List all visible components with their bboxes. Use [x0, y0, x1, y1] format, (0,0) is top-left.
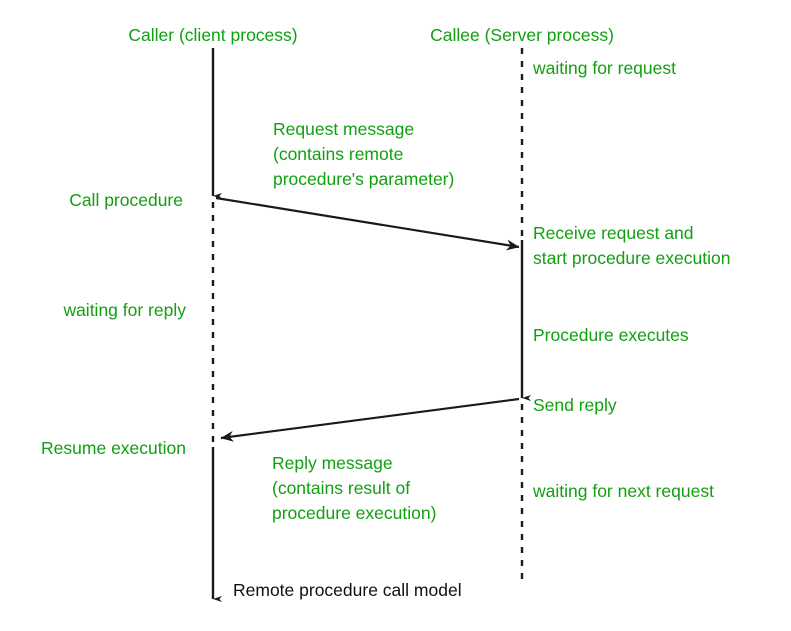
annotation-receive-request-line1: Receive request and: [533, 223, 694, 243]
annotation-waiting-for-next-request: waiting for next request: [533, 481, 714, 501]
caller-lifeline-header: Caller (client process): [128, 25, 298, 45]
annotation-reply-message-line3: procedure execution): [272, 503, 437, 523]
annotation-reply-message-line2: (contains result of: [272, 478, 411, 498]
annotation-send-reply: Send reply: [533, 395, 617, 415]
annotation-procedure-executes: Procedure executes: [533, 325, 689, 345]
annotation-resume-execution: Resume execution: [41, 438, 186, 458]
annotation-request-message-line1: Request message: [273, 119, 415, 139]
annotation-request-message-line3: procedure's parameter): [273, 169, 455, 189]
annotation-reply-message-line1: Reply message: [272, 453, 393, 473]
annotation-waiting-for-request: waiting for request: [533, 58, 676, 78]
annotation-waiting-for-reply: waiting for reply: [63, 300, 186, 320]
annotation-receive-request-line2: start procedure execution: [533, 248, 731, 268]
diagram-caption: Remote procedure call model: [233, 580, 462, 600]
annotation-call-procedure: Call procedure: [69, 190, 183, 210]
request-message-arrow: [215, 196, 520, 251]
annotation-request-message-line2: (contains remote: [273, 144, 404, 164]
reply-message-arrow: [220, 397, 520, 442]
callee-lifeline-header: Callee (Server process): [430, 25, 614, 45]
